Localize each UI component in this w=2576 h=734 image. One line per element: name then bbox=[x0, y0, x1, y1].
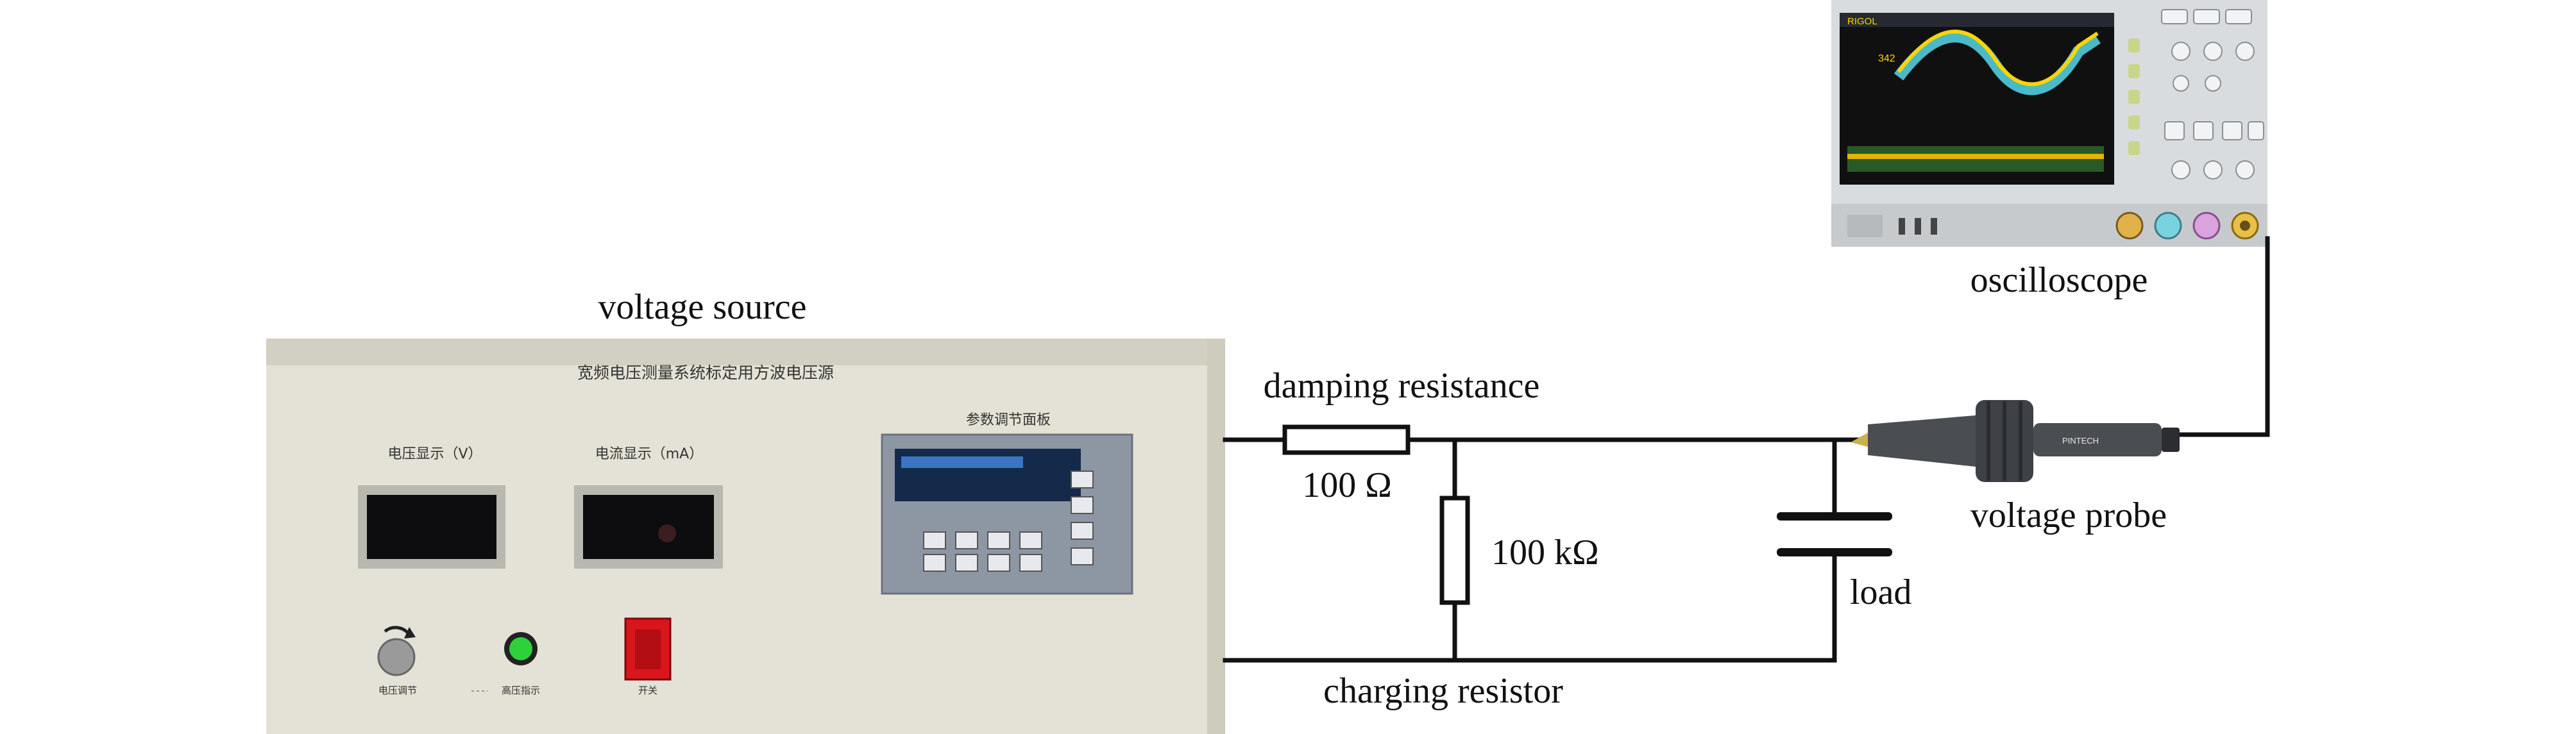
voltage-display-label: 电压显示（V） bbox=[387, 446, 482, 462]
scope-spectrum-line bbox=[1847, 154, 2104, 159]
keypad-button[interactable] bbox=[955, 531, 978, 549]
probe-brand: PINTECH bbox=[2062, 436, 2099, 446]
keypad-button[interactable] bbox=[987, 531, 1010, 549]
keypad-button[interactable] bbox=[1019, 531, 1042, 549]
scope-channel-button[interactable] bbox=[2193, 121, 2214, 140]
softkey[interactable] bbox=[2128, 115, 2140, 129]
keypad-button[interactable] bbox=[923, 554, 946, 572]
scope-channel-3-input[interactable] bbox=[2192, 212, 2221, 240]
keypad-button[interactable] bbox=[1071, 522, 1094, 540]
damping-resistor bbox=[1282, 424, 1411, 455]
keypad-button[interactable] bbox=[923, 531, 946, 549]
scope-readout: 342 bbox=[1878, 53, 1895, 64]
wire-probe-to-scope bbox=[2175, 236, 2270, 437]
probe-tip bbox=[1851, 433, 1868, 447]
scope-knob[interactable] bbox=[2173, 75, 2189, 92]
charging-resistor bbox=[1439, 496, 1470, 605]
keypad-button[interactable] bbox=[987, 554, 1010, 572]
scope-channel-button[interactable] bbox=[2248, 121, 2264, 140]
scope-button[interactable] bbox=[2161, 9, 2188, 24]
voltage-probe-device: PINTECH bbox=[1851, 400, 2180, 482]
scope-channel-button[interactable] bbox=[2164, 121, 2185, 140]
softkey[interactable] bbox=[2128, 38, 2140, 53]
scope-knob[interactable] bbox=[2171, 42, 2190, 61]
load-capacitor-plate-bottom bbox=[1777, 548, 1892, 556]
knob-arrowhead-icon bbox=[404, 627, 416, 638]
scope-channel-button[interactable] bbox=[2222, 121, 2242, 140]
charging-resistor-value: 100 kΩ bbox=[1491, 533, 1599, 572]
knob-body[interactable] bbox=[377, 638, 416, 676]
charging-resistor-label: charging resistor bbox=[1323, 671, 1563, 711]
scope-channel-1-input[interactable] bbox=[2115, 212, 2144, 240]
current-display-screen bbox=[583, 495, 714, 559]
param-panel-label: 参数调节面板 bbox=[966, 412, 1051, 428]
scope-knob[interactable] bbox=[2171, 160, 2190, 179]
oscilloscope-device: RIGOL 342 bbox=[1831, 0, 2267, 247]
source-title: 宽频电压测量系统标定用方波电压源 bbox=[577, 363, 834, 382]
softkey[interactable] bbox=[2128, 141, 2140, 155]
scope-knob[interactable] bbox=[2235, 42, 2255, 61]
high-voltage-lamp bbox=[509, 637, 532, 660]
softkey[interactable] bbox=[2128, 64, 2140, 78]
damping-resistance-label: damping resistance bbox=[1264, 366, 1540, 406]
scope-control-panel bbox=[2161, 9, 2264, 179]
keypad-button[interactable] bbox=[1019, 554, 1042, 572]
load-label: load bbox=[1850, 572, 1911, 612]
scope-screen-header bbox=[1840, 13, 2114, 27]
source-top-edge bbox=[266, 338, 1225, 365]
voltage-knob[interactable] bbox=[377, 626, 416, 676]
scope-button[interactable] bbox=[2193, 9, 2220, 24]
param-panel-lcd-text bbox=[901, 456, 1023, 468]
scope-brand: RIGOL bbox=[1847, 16, 1877, 27]
scope-usb-port[interactable] bbox=[1931, 218, 1937, 235]
softkey[interactable] bbox=[2128, 90, 2140, 104]
scope-knob[interactable] bbox=[2203, 42, 2223, 61]
scope-usb-port[interactable] bbox=[1899, 218, 1905, 235]
scope-knob[interactable] bbox=[2235, 160, 2255, 179]
oscilloscope-label: oscilloscope bbox=[1970, 260, 2148, 300]
voltage-probe-label: voltage probe bbox=[1970, 496, 2167, 535]
switch-label: 开关 bbox=[638, 685, 657, 696]
current-display-label: 电流显示（mA） bbox=[595, 446, 703, 462]
probe-handle bbox=[2033, 423, 2162, 456]
lamp-label: 高压指示 bbox=[502, 685, 540, 696]
scope-waveform-cyan bbox=[1894, 31, 2101, 96]
voltage-source-device: 宽频电压测量系统标定用方波电压源 电压显示（V） 电流显示（mA） 参数调节面板 bbox=[266, 338, 1225, 734]
keypad-button[interactable] bbox=[1071, 471, 1094, 488]
knob-label: 电压调节 bbox=[378, 685, 417, 696]
scope-softkeys bbox=[2128, 38, 2140, 155]
keypad-button[interactable] bbox=[1071, 547, 1094, 565]
probe-nose bbox=[1868, 415, 1976, 467]
scope-channel-2-input[interactable] bbox=[2154, 212, 2182, 240]
power-switch-rocker bbox=[635, 630, 661, 669]
keypad-button[interactable] bbox=[1071, 496, 1094, 514]
damping-resistance-value: 100 Ω bbox=[1302, 465, 1392, 505]
circuit-wires bbox=[1223, 236, 2270, 663]
scope-usb-port[interactable] bbox=[1915, 218, 1921, 235]
source-side-edge bbox=[1207, 338, 1225, 734]
load-capacitor-plate-top bbox=[1777, 512, 1892, 521]
voltage-source-label: voltage source bbox=[598, 287, 807, 327]
scope-knob[interactable] bbox=[2205, 75, 2221, 92]
keypad-button[interactable] bbox=[955, 554, 978, 572]
current-display-glare bbox=[658, 524, 676, 542]
scope-channel-4-core bbox=[2240, 221, 2250, 231]
scope-waveform-yellow bbox=[1897, 29, 2099, 87]
scope-knob[interactable] bbox=[2203, 160, 2223, 179]
probe-connector bbox=[2162, 428, 2180, 452]
voltage-display-screen bbox=[367, 495, 496, 559]
scope-usb-area bbox=[1847, 215, 1883, 237]
param-keypad bbox=[923, 471, 1094, 572]
scope-button[interactable] bbox=[2225, 9, 2252, 24]
